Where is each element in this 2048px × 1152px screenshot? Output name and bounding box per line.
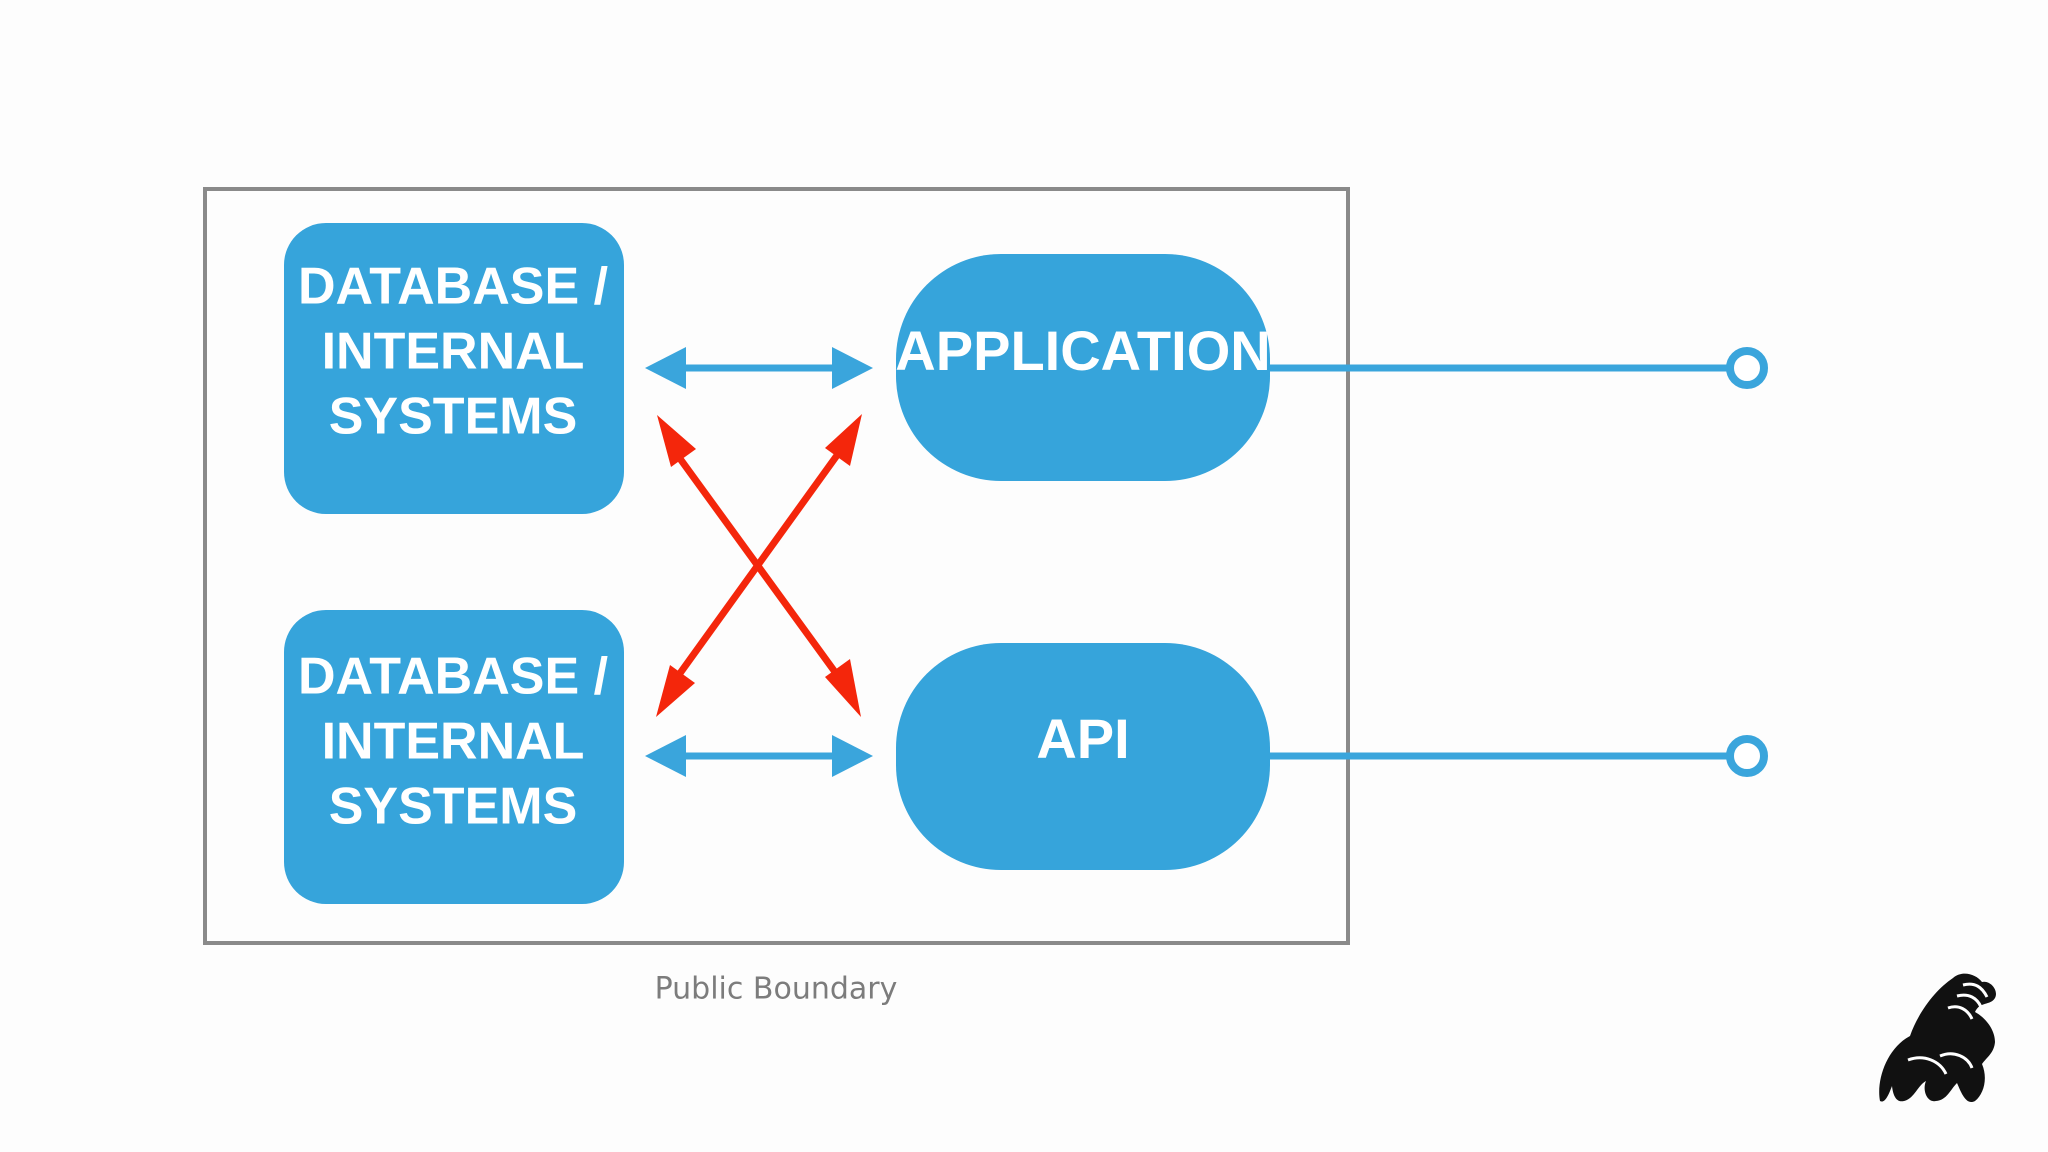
boundary-caption: Public Boundary	[655, 972, 898, 1007]
system-box-top: DATABASE / INTERNAL SYSTEMS	[284, 223, 624, 514]
endpoint-circle-icon	[1726, 347, 1768, 389]
system-bottom-line-3: SYSTEMS	[329, 778, 578, 836]
application-public-connector	[1270, 347, 1768, 389]
system-bottom-line-1: DATABASE /	[298, 648, 608, 706]
api-public-connector	[1270, 735, 1768, 777]
system-top-line-3: SYSTEMS	[329, 388, 578, 446]
allowed-link-top	[645, 347, 873, 389]
application-label: APPLICATION	[895, 319, 1270, 382]
api-label: API	[1036, 707, 1129, 770]
endpoint-circle-icon	[1726, 735, 1768, 777]
forbidden-link-bottom-to-application	[656, 414, 862, 717]
public-boundary-frame	[203, 187, 1350, 945]
api-box: API	[896, 643, 1270, 870]
system-top-line-1: DATABASE /	[298, 258, 608, 316]
application-box: APPLICATION	[895, 254, 1271, 481]
allowed-link-bottom	[645, 735, 873, 777]
gorilla-hand-logo-icon	[1879, 973, 1996, 1103]
system-box-bottom: DATABASE / INTERNAL SYSTEMS	[284, 610, 624, 904]
system-bottom-line-2: INTERNAL	[322, 713, 585, 771]
system-top-line-2: INTERNAL	[322, 323, 585, 381]
